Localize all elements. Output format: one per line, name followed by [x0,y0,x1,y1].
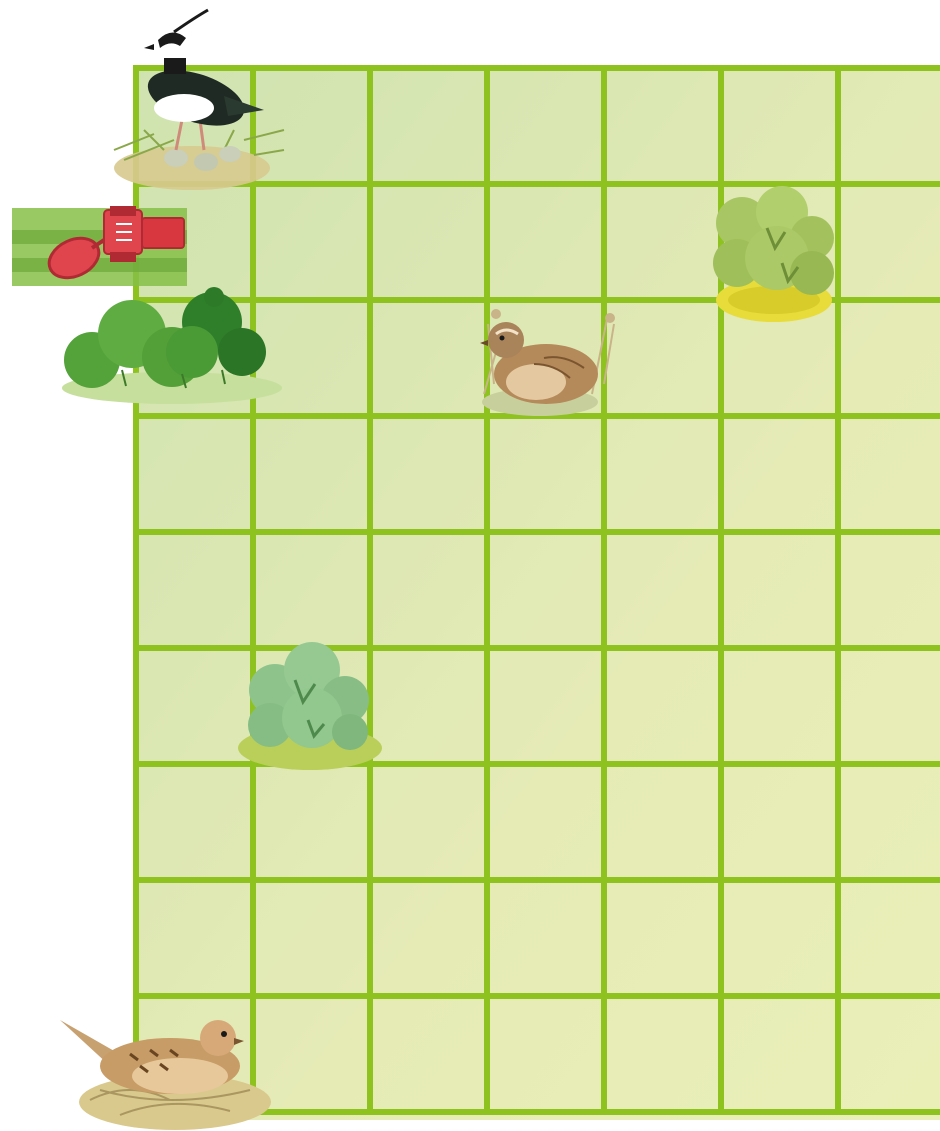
grid-cell[interactable] [604,416,721,532]
grid-cell[interactable] [721,416,838,532]
grid-cell[interactable] [838,648,940,764]
grid-cell[interactable] [721,996,838,1112]
grid-cell[interactable] [604,880,721,996]
grid-cell[interactable] [604,300,721,416]
grid-cell[interactable] [370,764,487,880]
grid-cell[interactable] [487,764,604,880]
grid-cell[interactable] [838,532,940,648]
grid-cell[interactable] [370,184,487,300]
grid-cell[interactable] [604,996,721,1112]
grid-cell[interactable] [253,416,370,532]
grid-cell[interactable] [370,416,487,532]
grid-cell[interactable] [136,880,253,996]
grid-cell[interactable] [721,764,838,880]
grid-cell[interactable] [370,300,487,416]
grid-cell[interactable] [604,764,721,880]
grid-cell[interactable] [253,300,370,416]
grid-cell[interactable] [487,996,604,1112]
grid-cell[interactable] [253,68,370,184]
grid-cell[interactable] [253,764,370,880]
grid-cell[interactable] [370,68,487,184]
grid-cell[interactable] [838,416,940,532]
grid-cell[interactable] [604,648,721,764]
grid-cell[interactable] [487,648,604,764]
grid-cell[interactable] [370,532,487,648]
grid-cell[interactable] [838,300,940,416]
grid-cell[interactable] [838,68,940,184]
grid-cell[interactable] [721,68,838,184]
grid-cell[interactable] [487,184,604,300]
grid-cell[interactable] [721,880,838,996]
tractor-icon[interactable] [12,206,187,286]
grid-cell[interactable] [838,184,940,300]
grid-cell[interactable] [838,764,940,880]
grid-cell[interactable] [136,648,253,764]
grid-cell[interactable] [721,648,838,764]
grid-cell[interactable] [721,532,838,648]
grid-cell[interactable] [253,996,370,1112]
grid-cell[interactable] [487,416,604,532]
grid-cell[interactable] [370,880,487,996]
grid-cell[interactable] [253,880,370,996]
grid-cell[interactable] [838,996,940,1112]
grid-cell[interactable] [487,68,604,184]
grid-cell[interactable] [487,880,604,996]
grid-cell[interactable] [838,880,940,996]
grid-cell[interactable] [370,648,487,764]
grid-cell[interactable] [136,764,253,880]
grid-cell[interactable] [370,996,487,1112]
grid-cell[interactable] [253,184,370,300]
grid-cell[interactable] [253,532,370,648]
grid-cell[interactable] [136,416,253,532]
grid-cell[interactable] [136,532,253,648]
grid-cell[interactable] [604,532,721,648]
grid-cell[interactable] [604,184,721,300]
grid-cell[interactable] [487,532,604,648]
grid-cell[interactable] [604,68,721,184]
